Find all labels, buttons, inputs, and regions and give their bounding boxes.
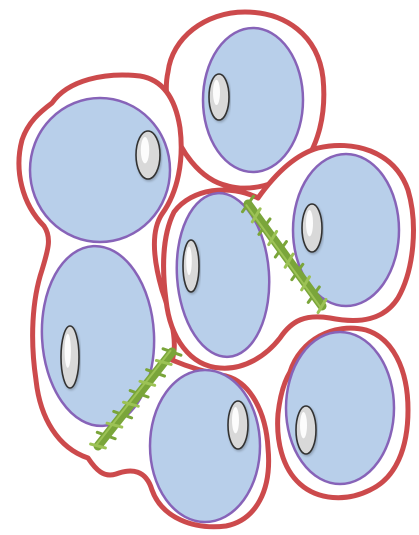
- cell-top: [203, 28, 303, 172]
- nucleus-highlight-lower-left: [65, 334, 71, 368]
- nucleus-center: [183, 240, 199, 292]
- nucleus-top: [209, 74, 229, 120]
- nucleus-upper-left: [136, 131, 160, 179]
- nucleus-lower-left: [61, 326, 79, 388]
- nucleus-highlight-bottom-middle: [232, 407, 239, 433]
- nucleus-highlight-upper-left: [141, 137, 149, 163]
- nucleus-bottom-right: [296, 406, 316, 454]
- nucleus-right: [302, 204, 322, 252]
- nucleus-highlight-bottom-right: [300, 412, 307, 438]
- nucleus-highlight-right: [306, 210, 313, 236]
- nucleus-highlight-top: [213, 80, 220, 105]
- cell-bottom-middle: [150, 370, 260, 522]
- nucleus-bottom-middle: [228, 401, 248, 449]
- nucleus-highlight-center: [186, 246, 192, 275]
- cell-bottom-right: [286, 332, 394, 484]
- cell-upper-left: [30, 98, 170, 242]
